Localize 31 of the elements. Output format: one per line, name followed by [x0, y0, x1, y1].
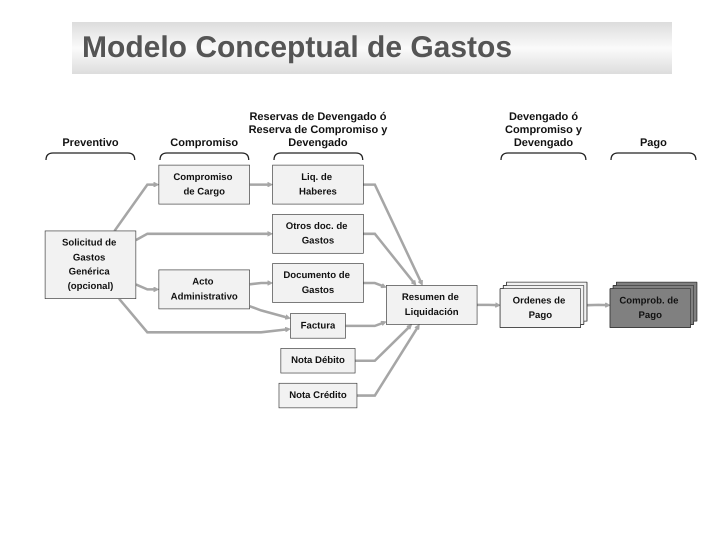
arrow [363, 232, 416, 286]
arrow [135, 283, 160, 292]
arrow [249, 280, 273, 286]
node-box: Liq. de Haberes [272, 164, 364, 204]
title: Modelo Conceptual de Gastos [72, 22, 672, 74]
arrow [356, 324, 420, 397]
node-box: Resumen de Liquidación [386, 285, 478, 325]
column-heading: Pago [638, 137, 668, 150]
arrow [587, 302, 611, 308]
arrow [249, 304, 291, 320]
arrow [355, 324, 412, 362]
arrow [118, 298, 291, 334]
node-box: Compromiso de Cargo [158, 164, 250, 204]
column-heading: Devengado ó Compromiso y Devengado [504, 111, 584, 150]
node-box: Documento de Gastos [272, 263, 364, 303]
node-box: Nota Débito [280, 348, 356, 374]
node-box: Acto Administrativo [158, 270, 250, 310]
node-box: Factura [290, 313, 346, 339]
arrow [113, 182, 160, 232]
arrow [250, 182, 273, 188]
arrow [363, 183, 423, 286]
arrow [477, 302, 501, 308]
column-heading: Preventivo [61, 137, 120, 150]
node-box: Otros doc. de Gastos [272, 214, 364, 254]
arrow [363, 282, 387, 288]
column-heading: Reservas de Devengado ó Reserva de Compromiso y Devengado [248, 111, 388, 150]
node-box: Solicitud de Gastos Genérica (opcional) [44, 230, 136, 299]
node-box: Nota Crédito [278, 382, 358, 408]
column-heading: Compromiso [169, 137, 240, 150]
arrow [135, 231, 273, 242]
arrow [346, 320, 387, 328]
